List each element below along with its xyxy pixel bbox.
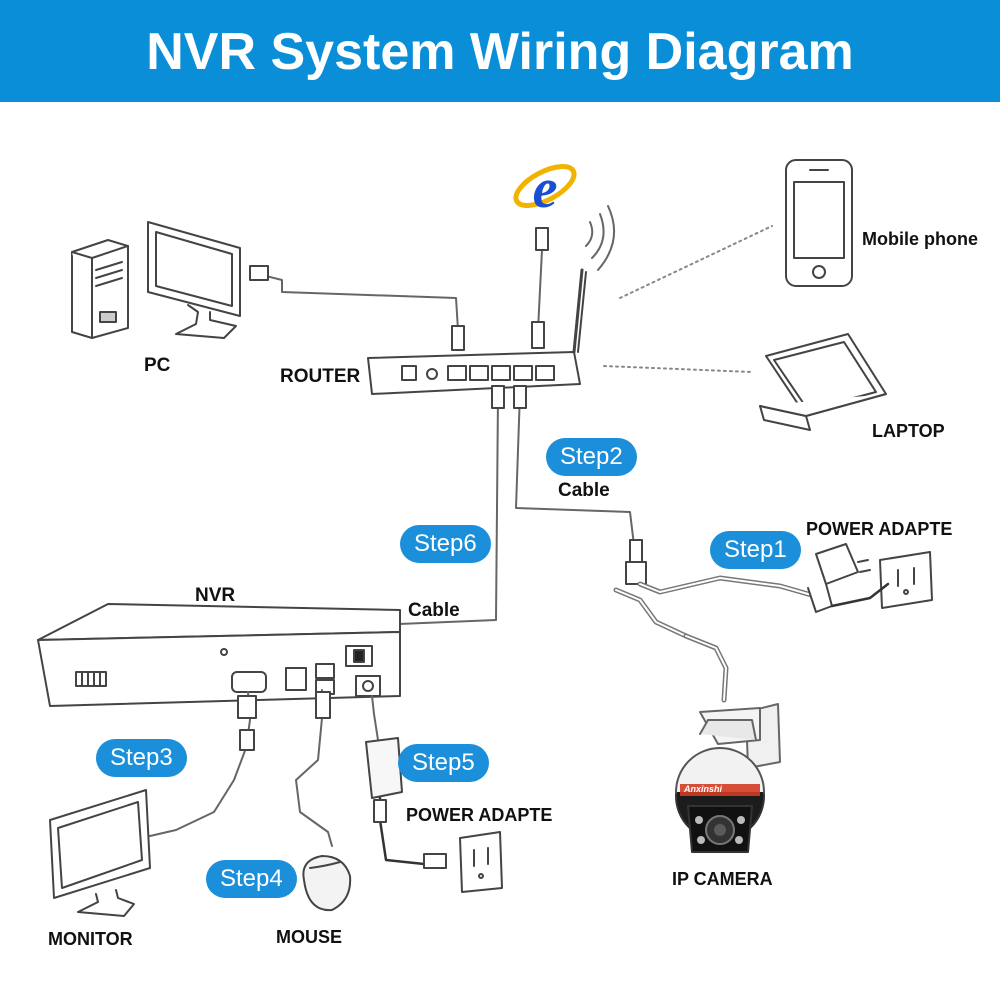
step3-badge: Step3	[96, 739, 187, 777]
ip-camera-icon	[675, 703, 781, 853]
step1-badge: Step1	[710, 531, 801, 569]
cable-label-router-camera: Cable	[558, 480, 610, 501]
step4-badge: Step4	[206, 860, 297, 898]
router-label: ROUTER	[280, 366, 361, 387]
wall-socket-icon	[879, 551, 933, 609]
mouse-icon	[302, 855, 352, 912]
page-title: NVR System Wiring Diagram	[146, 23, 854, 81]
pc-label: PC	[144, 355, 171, 376]
title-banner: NVR System Wiring Diagram	[0, 0, 1000, 102]
camera-brand-label: Anxinshi	[684, 784, 723, 794]
monitor-icon	[49, 789, 151, 917]
monitor-label: MONITOR	[48, 929, 133, 949]
nvr-label: NVR	[195, 585, 236, 606]
cable-label-router-nvr: Cable	[408, 600, 460, 621]
pc-monitor-icon	[147, 221, 241, 339]
step2-badge: Step2	[546, 438, 637, 476]
laptop-label: LAPTOP	[872, 421, 945, 441]
step5-badge: Step5	[398, 744, 489, 782]
mobile-phone-icon	[785, 159, 853, 287]
nvr-box-icon	[37, 603, 401, 707]
svg-text:e: e	[533, 158, 558, 220]
laptop-icon	[759, 333, 887, 431]
router-icon	[367, 268, 587, 395]
mobile-phone-label: Mobile phone	[862, 229, 978, 249]
pc-tower-icon	[71, 239, 129, 339]
step6-badge: Step6	[400, 525, 491, 563]
mouse-label: MOUSE	[276, 927, 343, 947]
power-adapter-icon	[807, 543, 871, 613]
ip-camera-label: IP CAMERA	[672, 869, 773, 889]
nvr-power-adapter-label: POWER ADAPTE	[406, 805, 553, 825]
internet-explorer-icon: e	[513, 158, 577, 220]
wifi-signal-icon	[585, 205, 615, 271]
camera-power-adapter-label: POWER ADAPTE	[806, 519, 953, 539]
